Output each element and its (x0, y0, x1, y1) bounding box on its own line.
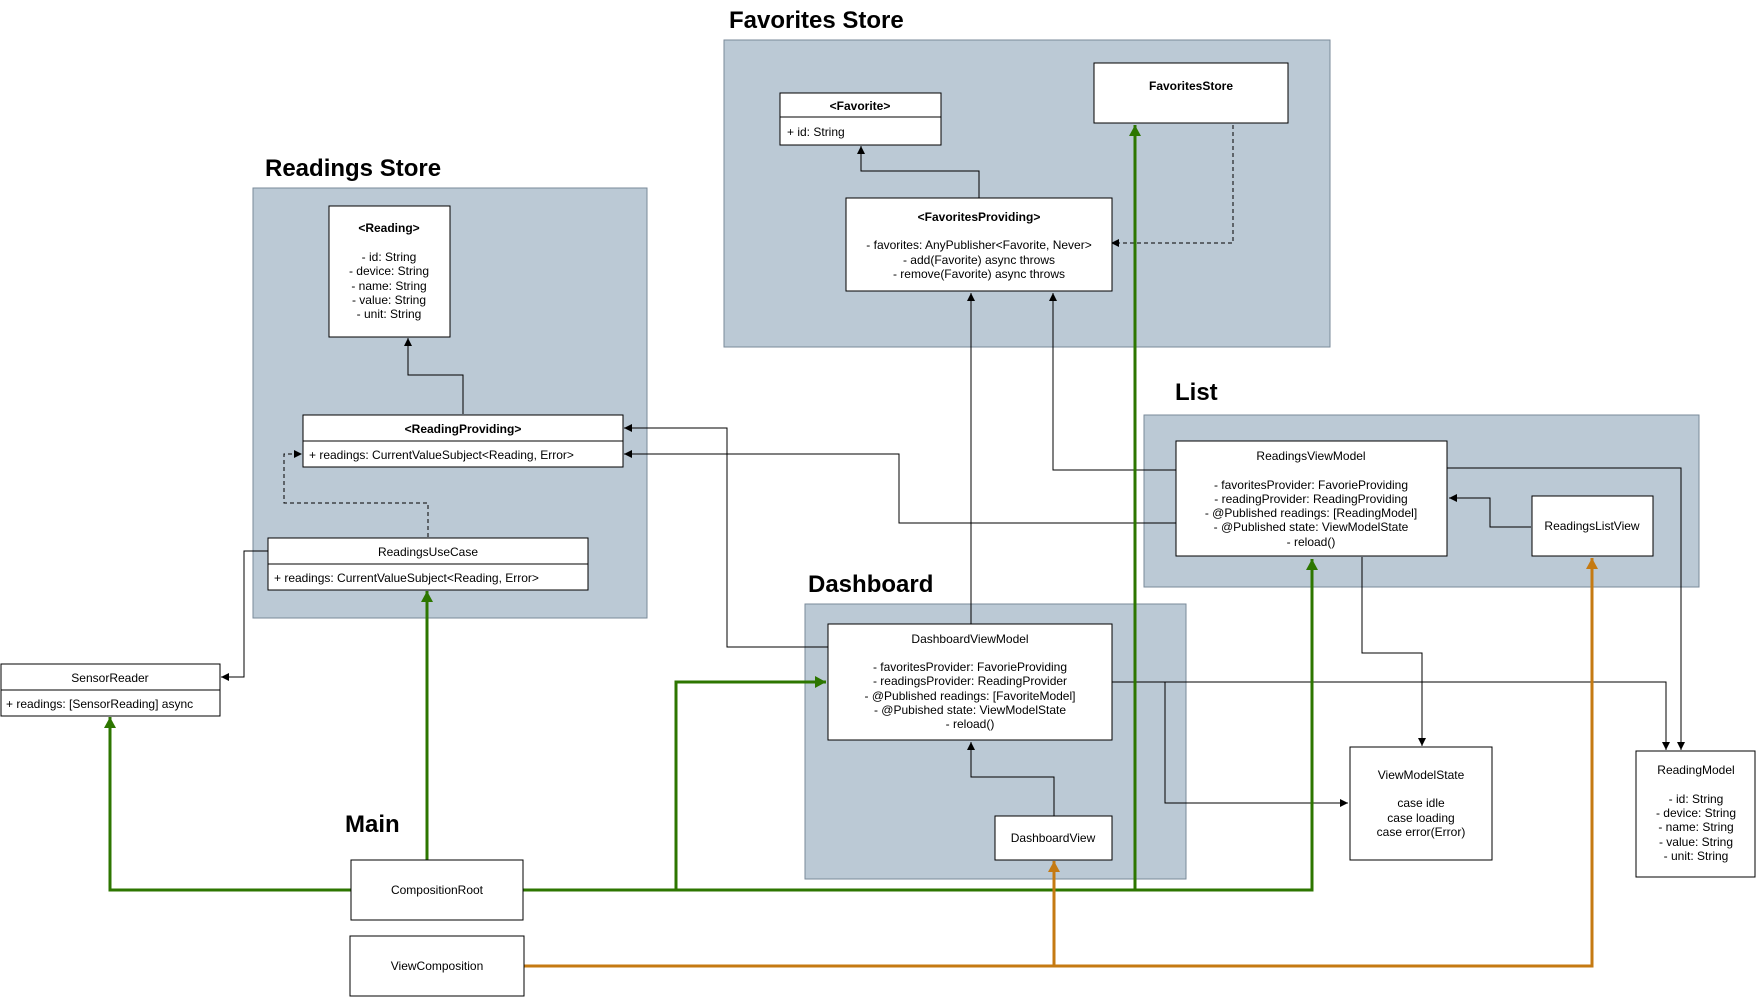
reading-model-title: ReadingModel (1657, 763, 1734, 777)
reading-model-attr: - unit: String (1664, 849, 1729, 863)
reading-attr: - id: String (362, 250, 417, 264)
view-model-state-case: case loading (1387, 811, 1454, 825)
view-model-state-title: ViewModelState (1378, 768, 1465, 782)
class-composition-root[interactable]: CompositionRoot (350, 859, 524, 921)
connectors (221, 125, 1685, 816)
reading-model-attr: - device: String (1656, 806, 1736, 820)
reading-attr: - unit: String (357, 307, 422, 321)
dashboard-view-model-attr: - readingsProvider: ReadingProvider (873, 674, 1067, 688)
readings-view-model-title: ReadingsViewModel (1256, 449, 1365, 463)
favorites-providing-title: <FavoritesProviding> (918, 210, 1041, 224)
edge-dashboardvm-to-readingmodel (1112, 681, 1670, 750)
reading-providing-attr: + readings: CurrentValueSubject<Reading,… (309, 448, 574, 462)
favorite-attr: + id: String (787, 125, 845, 139)
readings-use-case-title: ReadingsUseCase (378, 545, 478, 559)
edge-dashboardvm-to-viewmodelstate (1112, 681, 1348, 807)
readings-view-model-attr: - readingProvider: ReadingProviding (1214, 492, 1407, 506)
class-sensor-reader[interactable]: SensorReader + readings: [SensorReading]… (0, 663, 221, 717)
favorites-providing-attr: - favorites: AnyPublisher<Favorite, Neve… (866, 238, 1091, 252)
dashboard-view-model-attr: - @Pubished state: ViewModelState (874, 703, 1066, 717)
package-favorites-store: Favorites Store (723, 7, 1331, 348)
class-readings-use-case[interactable]: ReadingsUseCase + readings: CurrentValue… (267, 537, 589, 591)
composition-root-title: CompositionRoot (391, 883, 484, 897)
readings-view-model-attr: - @Published state: ViewModelState (1214, 520, 1409, 534)
favorites-providing-attr: - remove(Favorite) async throws (893, 267, 1065, 281)
reading-title: <Reading> (358, 221, 419, 235)
edge-readingproviding-to-reading (404, 338, 464, 414)
favorite-title: <Favorite> (830, 99, 891, 113)
class-reading[interactable]: <Reading> - id: String - device: String … (328, 205, 451, 338)
edge-readingsvm-to-viewmodelstate (1361, 557, 1426, 746)
class-dashboard-view-model[interactable]: DashboardViewModel - favoritesProvider: … (827, 623, 1113, 741)
readings-list-view-title: ReadingsListView (1544, 519, 1640, 533)
view-composition-title: ViewComposition (391, 959, 484, 973)
readings-view-model-attr: - reload() (1287, 535, 1336, 549)
class-view-composition[interactable]: ViewComposition (349, 935, 525, 997)
edge-compositionroot-to-dashboardvm (523, 676, 826, 892)
edge-compositionroot-to-sensorreader (104, 717, 351, 892)
class-readings-view-model[interactable]: ReadingsViewModel - favoritesProvider: F… (1175, 440, 1448, 557)
edge-readingsvm-to-readingproviding (624, 450, 1176, 524)
reading-model-attr: - value: String (1659, 835, 1733, 849)
edge-readingsusecase-to-readingproviding (283, 450, 429, 537)
readings-view-model-attr: - favoritesProvider: FavorieProviding (1214, 478, 1408, 492)
view-model-state-case: case error(Error) (1377, 825, 1466, 839)
sensor-reader-attr: + readings: [SensorReading] async (6, 697, 193, 711)
class-dashboard-view[interactable]: DashboardView (994, 815, 1113, 861)
reading-attr: - name: String (351, 279, 426, 293)
class-readings-list-view[interactable]: ReadingsListView (1531, 495, 1654, 557)
package-title-main: Main (345, 811, 400, 838)
class-favorites-store[interactable]: FavoritesStore (1093, 62, 1289, 124)
readings-view-model-attr: - @Published readings: [ReadingModel] (1205, 506, 1417, 520)
class-reading-model[interactable]: ReadingModel - id: String - device: Stri… (1635, 750, 1756, 878)
readings-use-case-attr: + readings: CurrentValueSubject<Reading,… (274, 571, 539, 585)
edge-favoritesproviding-to-favorite (857, 146, 980, 198)
reading-attr: - device: String (349, 264, 429, 278)
class-favorite[interactable]: <Favorite> + id: String (779, 92, 942, 146)
dashboard-view-model-attr: - @Published readings: [FavoriteModel] (865, 689, 1076, 703)
dashboard-view-title: DashboardView (1011, 831, 1096, 845)
edge-favoritesstore-to-favoritesproviding (1111, 125, 1234, 247)
reading-model-attr: - name: String (1658, 820, 1733, 834)
reading-providing-title: <ReadingProviding> (405, 422, 522, 436)
dashboard-view-model-attr: - favoritesProvider: FavorieProviding (873, 660, 1067, 674)
class-view-model-state[interactable]: ViewModelState case idle case loading ca… (1349, 746, 1493, 861)
composition-root-edges (104, 125, 1318, 892)
class-reading-providing[interactable]: <ReadingProviding> + readings: CurrentVa… (302, 414, 624, 468)
edge-readingslistview-to-readingsvm (1449, 494, 1531, 528)
package-title-dashboard: Dashboard (808, 571, 933, 598)
edge-compositionroot-to-readingsvm (1135, 559, 1318, 892)
package-title-favorites-store: Favorites Store (729, 7, 904, 34)
edge-viewcomposition-to-readingslistview (1054, 558, 1598, 968)
edge-readingsvm-to-readingmodel (1447, 467, 1685, 750)
edge-dashboardview-to-dashboardvm (967, 742, 1055, 816)
package-title-list: List (1175, 379, 1218, 406)
reading-attr: - value: String (352, 293, 426, 307)
reading-model-attr: - id: String (1669, 792, 1724, 806)
package-title-readings-store: Readings Store (265, 155, 441, 182)
sensor-reader-title: SensorReader (71, 671, 148, 685)
dashboard-view-model-attr: - reload() (946, 717, 995, 731)
view-model-state-case: case idle (1397, 796, 1445, 810)
favorites-providing-attr: - add(Favorite) async throws (903, 253, 1055, 267)
dashboard-view-model-title: DashboardViewModel (911, 632, 1028, 646)
view-composition-edges (524, 558, 1598, 968)
favorites-store-title: FavoritesStore (1149, 79, 1233, 93)
edge-dashboardvm-to-readingproviding (624, 424, 828, 648)
class-favorites-providing[interactable]: <FavoritesProviding> - favorites: AnyPub… (845, 197, 1113, 292)
edge-readingsusecase-to-sensorreader (221, 550, 268, 681)
